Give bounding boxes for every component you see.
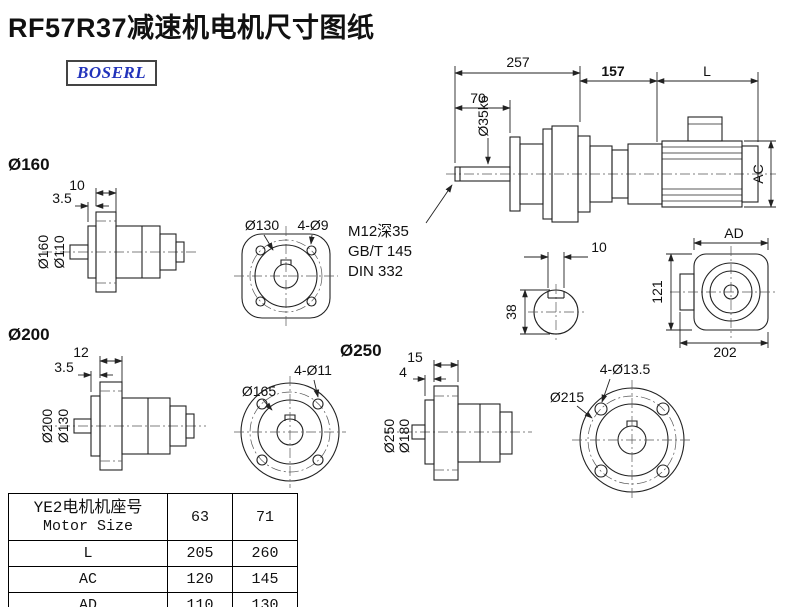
dim-250-bolt-circle: Ø215 [550, 389, 584, 405]
dim-AC: AC [750, 164, 766, 183]
dim-shaft-38: 38 [503, 304, 519, 320]
dim-200-t2: 3.5 [54, 359, 74, 375]
row-label-AC: AC [8, 566, 168, 593]
shaft-end-notes: M12深35 GB/T 145 DIN 332 [348, 184, 453, 280]
dim-257: 257 [506, 54, 530, 70]
flange200-side-view: Ø200 12 3.5 Ø200 Ø130 [8, 325, 206, 471]
dim-160-holes: 4-Ø9 [297, 217, 328, 233]
table-header-row: YE2电机机座号 Motor Size 63 71 [8, 493, 298, 541]
dim-202: 202 [713, 344, 737, 360]
dim-250-holes: 4-Ø13.5 [600, 361, 651, 377]
table-row-AC: AC 120 145 [8, 566, 298, 593]
table-header-cell: YE2电机机座号 Motor Size [8, 493, 168, 541]
dim-200-spigot: Ø130 [55, 409, 71, 443]
dim-200-bolt-circle: Ø165 [242, 383, 276, 399]
dim-250-t1: 15 [407, 349, 423, 365]
boserl-logo: BOSERL [66, 60, 158, 86]
dim-L: L [703, 63, 711, 79]
shaft-cross-section: 10 38 [503, 239, 607, 340]
value-AD-63: 110 [167, 592, 233, 607]
table-row-L: L 205 260 [8, 540, 298, 567]
dim-key-width: 10 [591, 239, 607, 255]
frame-size-63: 63 [167, 493, 233, 541]
dim-70: 70 [470, 90, 486, 106]
dim-160-outer: Ø160 [35, 235, 51, 269]
dim-200-t1: 12 [73, 344, 89, 360]
table-header-en: Motor Size [42, 517, 133, 535]
dim-121: 121 [649, 280, 665, 304]
flange160-side-view: Ø160 10 3.5 Ø160 Ø110 [8, 155, 198, 293]
note-tapped-hole: M12深35 [348, 223, 409, 240]
flange250-side-view: Ø250 15 4 Ø250 Ø180 [340, 341, 532, 481]
value-L-63: 205 [167, 540, 233, 567]
dim-200-holes: 4-Ø11 [294, 362, 332, 378]
value-AD-71: 130 [232, 592, 298, 607]
flange200-front-view: Ø165 4-Ø11 [234, 362, 346, 488]
boserl-logo-text: BOSERL [77, 63, 147, 82]
dim-250-spigot: Ø180 [396, 419, 412, 453]
section-label-250: Ø250 [340, 341, 382, 360]
dim-AD: AD [724, 225, 743, 241]
flange250-front-view: Ø215 4-Ø13.5 [550, 361, 692, 500]
assembly-side-view: 257 157 L 70 Ø35k6 AC [446, 54, 776, 223]
dim-160-bolt-circle: Ø130 [245, 217, 279, 233]
dim-250-t2: 4 [399, 364, 407, 380]
note-din-standard: DIN 332 [348, 263, 403, 280]
row-label-L: L [8, 540, 168, 567]
note-gbt-standard: GB/T 145 [348, 243, 412, 260]
row-label-AD: AD [8, 592, 168, 607]
table-header-cn: YE2电机机座号 [33, 498, 143, 517]
dim-shaft-dia: Ø35k6 [475, 95, 491, 136]
dim-250-outer: Ø250 [381, 419, 397, 453]
value-L-71: 260 [232, 540, 298, 567]
dim-160-t1: 10 [69, 177, 85, 193]
motor-size-table: YE2电机机座号 Motor Size 63 71 L 205 260 AC 1… [8, 493, 298, 607]
value-AC-71: 145 [232, 566, 298, 593]
frame-size-71: 71 [232, 493, 298, 541]
flange160-front-view: Ø130 4-Ø9 [234, 217, 338, 326]
dim-160-t2: 3.5 [52, 190, 72, 206]
page-title: RF57R37减速机电机尺寸图纸 [8, 13, 375, 43]
section-label-160: Ø160 [8, 155, 50, 174]
value-AC-63: 120 [167, 566, 233, 593]
dim-157: 157 [601, 63, 625, 79]
table-row-AD: AD 110 130 [8, 592, 298, 607]
dim-160-spigot: Ø110 [51, 235, 67, 268]
motor-rear-view: AD 121 202 [649, 225, 778, 360]
dim-200-outer: Ø200 [39, 409, 55, 443]
section-label-200: Ø200 [8, 325, 50, 344]
